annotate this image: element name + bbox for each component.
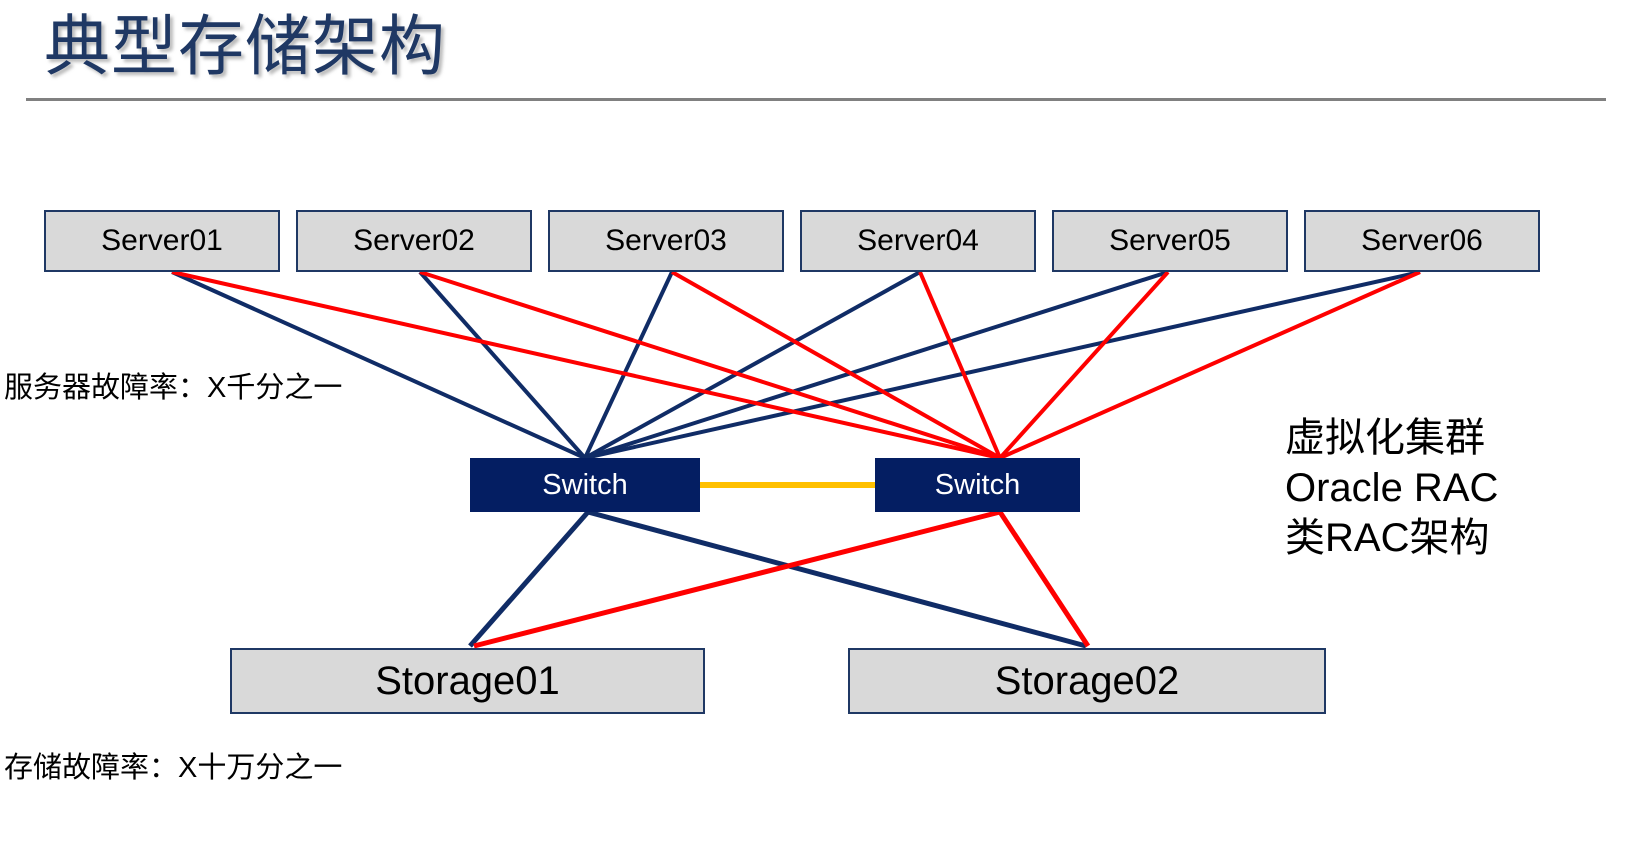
switch-node-right-label: Switch <box>934 468 1021 501</box>
server-node-02[interactable]: Server02 <box>296 210 532 272</box>
switch-node-right[interactable]: Switch <box>875 458 1080 512</box>
storage-failure-rate-note: 存储故障率：X十万分之一 <box>4 752 343 784</box>
cluster-type-note: 虚拟化集群 Oracle RAC 类RAC架构 <box>1285 413 1498 563</box>
server-node-05-label: Server05 <box>1109 224 1231 257</box>
server-node-06-label: Server06 <box>1361 224 1483 257</box>
title-divider <box>26 98 1606 101</box>
link-server01-to-switch-left <box>171 270 586 460</box>
page-title: 典型存储架构 <box>44 9 446 83</box>
link-switch-left-to-storage02 <box>587 509 1087 649</box>
link-server05-to-switch-left <box>584 270 1169 460</box>
storage-node-02-label: Storage02 <box>994 658 1180 703</box>
server-node-01-label: Server01 <box>101 224 223 257</box>
server-node-02-label: Server02 <box>353 224 475 257</box>
link-server01-to-switch-right <box>171 270 1001 460</box>
link-server02-to-switch-left <box>418 270 587 460</box>
link-server02-to-switch-right <box>419 270 1001 460</box>
cluster-type-line-3: 类RAC架构 <box>1285 516 1490 560</box>
cluster-type-line-2: Oracle RAC <box>1285 466 1499 510</box>
link-server05-to-switch-right <box>998 270 1170 460</box>
server-node-03[interactable]: Server03 <box>548 210 784 272</box>
switch-node-left[interactable]: Switch <box>470 458 700 512</box>
server-node-04-label: Server04 <box>857 224 979 257</box>
server-node-05[interactable]: Server05 <box>1052 210 1288 272</box>
link-switch-right-to-storage01 <box>473 509 1001 649</box>
switch-node-left-label: Switch <box>542 468 628 501</box>
server-node-04[interactable]: Server04 <box>800 210 1036 272</box>
link-server06-to-switch-right <box>999 270 1421 460</box>
cluster-type-line-1: 虚拟化集群 <box>1285 416 1485 460</box>
link-server03-to-switch-left <box>583 271 674 459</box>
link-switch-right-to-storage02 <box>997 510 1091 648</box>
link-server04-to-switch-left <box>584 270 921 460</box>
server-node-01[interactable]: Server01 <box>44 210 280 272</box>
link-server04-to-switch-right <box>918 271 1002 459</box>
server-node-03-label: Server03 <box>605 224 727 257</box>
server-failure-rate-note: 服务器故障率：X千分之一 <box>4 372 343 404</box>
server-node-06[interactable]: Server06 <box>1304 210 1540 272</box>
link-switch-left-to-storage01 <box>468 510 590 648</box>
storage-node-01-label: Storage01 <box>375 658 560 703</box>
link-server03-to-switch-right <box>671 270 1001 460</box>
storage-node-01[interactable]: Storage01 <box>230 648 705 714</box>
link-server06-to-switch-left <box>584 270 1421 460</box>
storage-node-02[interactable]: Storage02 <box>848 648 1326 714</box>
